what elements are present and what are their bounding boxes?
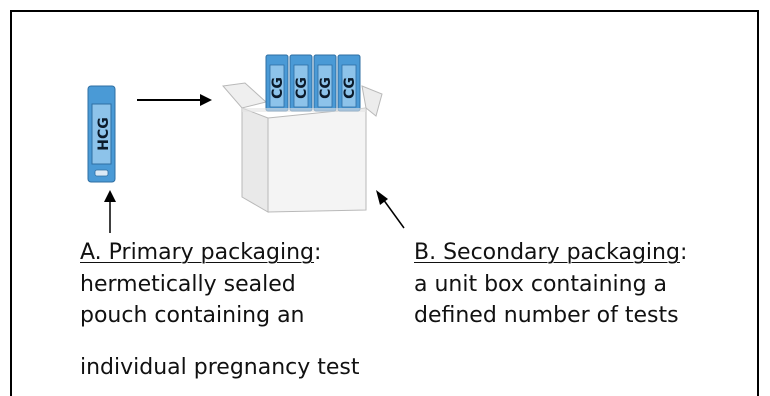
pouch-label: HCG xyxy=(96,117,112,150)
box-test-strip-label: CG xyxy=(318,77,334,99)
box-left-flap xyxy=(222,82,268,109)
primary-description-line-1: hermetically sealed xyxy=(80,272,296,297)
pouch-to-box-arrow xyxy=(137,94,212,106)
box-test-strip-label: CG xyxy=(270,77,286,99)
box-test-strip-label: CG xyxy=(342,77,358,99)
secondary-description-line-1: a unit box containing a xyxy=(414,272,668,297)
secondary-heading-colon: : xyxy=(679,240,688,265)
box-test-strip: CG xyxy=(313,54,337,112)
box-test-strip-window xyxy=(341,64,357,108)
primary-pointer-arrow xyxy=(104,190,116,233)
primary-heading-colon: : xyxy=(314,240,322,265)
pouch-notch xyxy=(94,169,109,177)
box-illustration: CG CG CG CG xyxy=(222,54,383,213)
box-test-strip: CG xyxy=(289,54,313,112)
pouch-window xyxy=(91,103,112,165)
primary-packaging-heading: A. Primary packaging xyxy=(80,240,315,265)
box-test-strips: CG CG CG CG xyxy=(265,54,361,112)
frame-border xyxy=(10,10,759,396)
primary-packaging-label: A. Primary packaging: xyxy=(80,238,321,267)
box-test-strip: CG xyxy=(265,54,289,112)
pouch-illustration: HCG xyxy=(87,85,116,183)
primary-description-line-2: pouch containing an xyxy=(80,303,305,328)
secondary-description-line-2: defined number of tests xyxy=(414,303,679,328)
box-right-flap xyxy=(361,85,383,117)
box-front xyxy=(267,107,367,213)
secondary-packaging-heading: B. Secondary packaging xyxy=(414,240,680,265)
box-test-strip: CG xyxy=(337,54,361,112)
box-test-strip-window xyxy=(269,64,285,108)
box-test-strip-label: CG xyxy=(294,77,310,99)
secondary-packaging-label: B. Secondary packaging: xyxy=(414,238,687,267)
box-side xyxy=(241,107,269,213)
secondary-pointer-arrow xyxy=(376,190,405,229)
box-test-strip-window xyxy=(293,64,309,108)
primary-description-line-3: individual pregnancy test xyxy=(80,355,360,380)
box-test-strip-window xyxy=(317,64,333,108)
box-rim xyxy=(242,108,366,112)
